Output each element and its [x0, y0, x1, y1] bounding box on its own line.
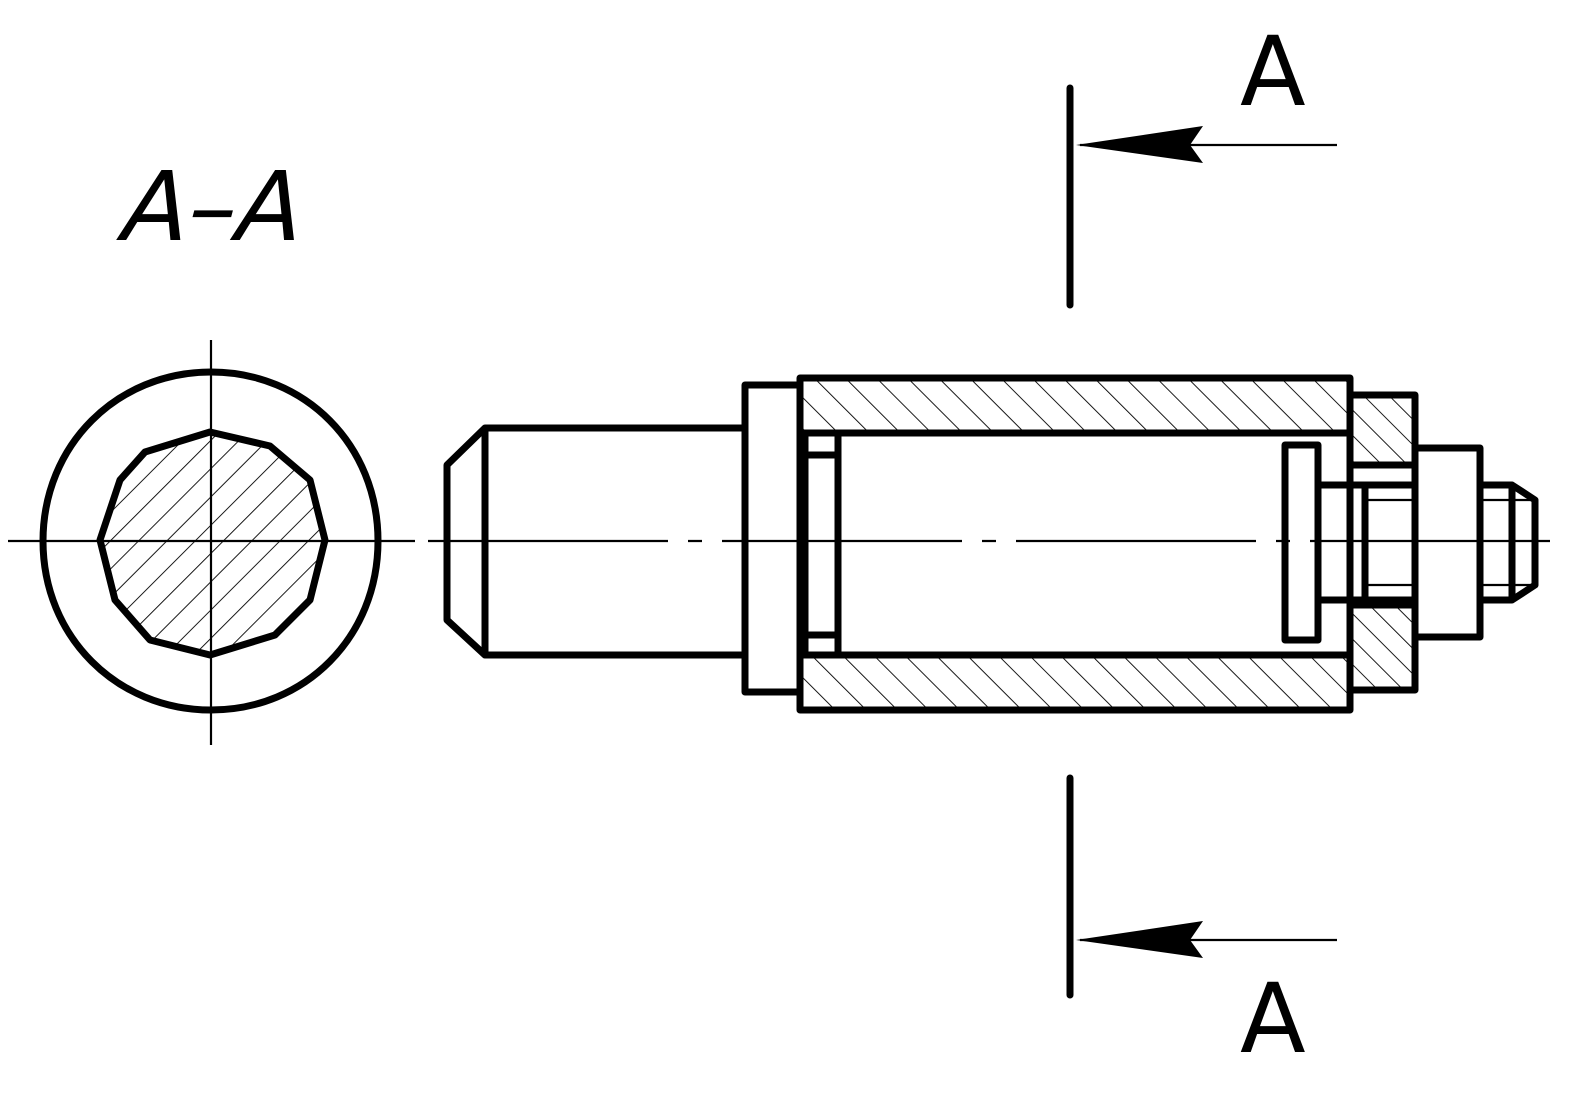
cut-arrow-top-head — [1076, 126, 1203, 163]
cutting-plane: A A — [1066, 16, 1337, 1075]
stud-thread-lines — [1365, 498, 1415, 587]
stud-end — [1476, 481, 1539, 604]
outer-ring — [39, 368, 382, 714]
shaft-section-outline — [96, 428, 329, 659]
pin-body — [443, 424, 749, 659]
lock-nut — [1411, 444, 1484, 641]
cut-arrow-bottom-head — [1076, 921, 1203, 958]
stud — [1314, 481, 1419, 604]
stud-end-thread-lines — [1480, 498, 1535, 587]
shaft-section-hatch — [100, 432, 325, 655]
section-view: A–A — [8, 151, 415, 745]
cut-label-bottom: A — [1240, 963, 1306, 1075]
nut-outline — [1346, 391, 1419, 694]
collar — [741, 381, 804, 696]
sleeve-outline — [796, 374, 1354, 714]
inner-bore — [801, 429, 1322, 659]
sleeve-top-wall-hatch — [800, 378, 1350, 433]
cut-label-top: A — [1240, 16, 1306, 128]
nut-top-hatch — [1350, 395, 1415, 465]
main-view — [428, 374, 1560, 714]
section-title: A–A — [114, 151, 307, 263]
sleeve-bottom-wall-hatch — [800, 655, 1350, 710]
nut-bottom-hatch — [1350, 605, 1415, 690]
